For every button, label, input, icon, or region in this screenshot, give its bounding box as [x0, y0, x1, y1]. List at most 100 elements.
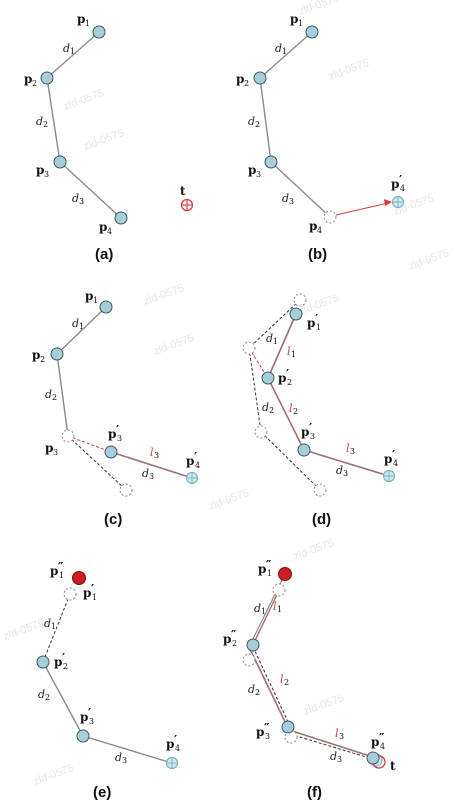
label-sub: 1 [282, 47, 287, 56]
caption-d: (d) [312, 511, 331, 528]
joint-p2 [40, 71, 54, 85]
label-p4: p [309, 219, 317, 233]
joint-p1 [92, 25, 106, 39]
label-l3: l [346, 442, 350, 455]
label-d3: d [282, 192, 289, 205]
label-p4-prime: p [391, 177, 399, 191]
joint-p2 [50, 347, 64, 361]
arrow-head [384, 199, 392, 206]
joint-p3-old [254, 425, 268, 439]
label-d1: d [254, 602, 261, 615]
joint-p4-dprime [366, 751, 380, 765]
label-l1: l [287, 345, 291, 358]
label-sub: 4 [393, 459, 398, 468]
prime-mark: ′ [399, 173, 402, 187]
label-p3-dprime: p [256, 725, 264, 739]
joint-p2-prime-old [242, 653, 256, 667]
label-sub: 1 [291, 350, 296, 359]
new-bone-1 [250, 585, 282, 650]
joint-p3-dprime [281, 720, 295, 734]
prime-mark: ′ [392, 448, 395, 462]
joint-p4-prime [165, 756, 179, 770]
bone-1 [56, 306, 107, 355]
label-p3-prime: p [80, 710, 88, 724]
label-p1-prime: p [307, 316, 315, 330]
watermark: zld-0575 [407, 247, 451, 273]
label-p3-prime: p [108, 427, 116, 441]
dprime-mark: ″ [264, 721, 270, 735]
label-sub: 3 [79, 197, 84, 206]
bone-1 [259, 31, 313, 79]
label-p1-dprime: p [258, 562, 266, 576]
label-d2: d [45, 388, 52, 401]
direction-line [67, 435, 112, 453]
prime-mark: ′ [116, 423, 119, 437]
label-p2-prime: p [278, 371, 286, 385]
watermarks: zld-0575 zld-0575 zld-0575 zld-0575 zld-… [2, 0, 451, 788]
label-sub: 1 [59, 571, 64, 580]
label-sub: 1 [85, 19, 90, 28]
label-sub: 3 [149, 472, 154, 481]
label-sub: 3 [154, 451, 159, 460]
label-sub: 2 [284, 678, 289, 687]
label-p3: p [248, 163, 256, 177]
label-d2: d [38, 688, 45, 701]
label-sub: 2 [40, 355, 45, 364]
bone-3 [82, 735, 173, 764]
label-p2-prime: p [54, 655, 62, 669]
prime-mark: ′ [91, 582, 94, 596]
label-d3: d [115, 751, 122, 764]
label-sub: 2 [287, 378, 292, 387]
label-t: t [390, 759, 396, 773]
label-sub: 3 [256, 170, 261, 179]
label-p3-prime: p [301, 425, 309, 439]
watermark: zld-0575 [152, 332, 196, 358]
label-d1: d [266, 332, 273, 345]
move-arrow [335, 202, 389, 216]
bone-3 [270, 161, 331, 218]
label-l3: l [335, 727, 339, 740]
watermark: zld-0575 [82, 127, 126, 153]
label-sub: 2 [232, 639, 237, 648]
label-sub: 4 [380, 742, 385, 751]
joint-p2-old [242, 341, 256, 355]
watermark: zld-0575 [207, 487, 251, 513]
new-bone-2 [248, 646, 290, 731]
label-p2: p [32, 348, 40, 362]
label-d2: d [36, 115, 43, 128]
joint-p2-prime [261, 371, 275, 385]
caption-b: (b) [308, 246, 327, 263]
joint-p1-base [72, 571, 86, 585]
label-sub: 2 [45, 693, 50, 702]
label-l2: l [289, 402, 293, 415]
label-sub: 1 [92, 593, 97, 602]
bone-1 [46, 31, 100, 79]
watermark: zld-0575 [297, 0, 341, 18]
label-sub: 3 [343, 469, 348, 478]
label-sub: 2 [244, 79, 249, 88]
label-p2: p [236, 72, 244, 86]
label-p1: p [85, 289, 93, 303]
old-bone-2 [248, 347, 262, 433]
label-d2: d [248, 683, 255, 696]
label-d1: d [72, 317, 79, 330]
label-p2: p [24, 72, 32, 86]
bone-2 [56, 353, 69, 437]
label-sub: 3 [117, 434, 122, 443]
prime-mark: ′ [62, 651, 65, 665]
label-sub: 3 [310, 432, 315, 441]
label-sub: 4 [317, 226, 322, 235]
label-d3: d [142, 467, 149, 480]
watermark: zld-0575 [62, 87, 106, 113]
target-t [180, 198, 194, 212]
joint-p1-prime-old [63, 587, 77, 601]
label-sub: 1 [261, 607, 266, 616]
joint-p3-prime [76, 729, 90, 743]
label-t: t [180, 184, 186, 198]
joint-p1-prime-old [272, 583, 286, 597]
label-p4-dprime: p [371, 735, 379, 749]
